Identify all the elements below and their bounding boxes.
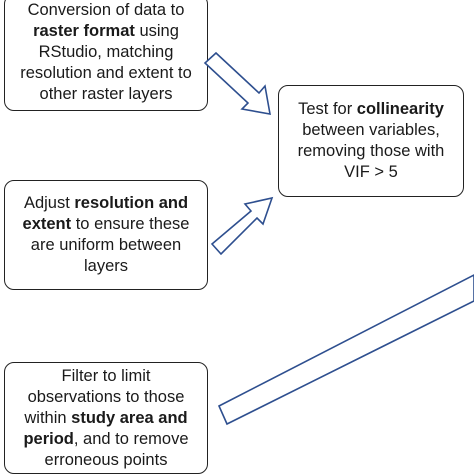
step-text-part: Filter to limit observations to those wi… — [24, 366, 185, 427]
step-text-part: between variables, removing those with V… — [297, 121, 445, 181]
step-text-part: to ensure these are uniform between laye… — [30, 215, 190, 275]
step-text-part: Test for — [298, 100, 357, 118]
step-text-bold: study area and period — [23, 408, 188, 448]
arrow-adjust-to-collinearity — [210, 196, 274, 256]
step-text-part: using RStudio, matching resolution and e… — [20, 22, 192, 103]
step-text-adjust: Adjust resolution and extent to ensure t… — [13, 193, 199, 277]
arrow-filter-to-collinearity — [217, 274, 474, 426]
step-text-collinearity: Test for collinearity between variables,… — [287, 99, 455, 183]
step-box-convert: Conversion of data to raster format usin… — [4, 0, 208, 111]
arrow-convert-to-collinearity — [203, 51, 271, 115]
step-text-part: Adjust — [23, 194, 75, 212]
step-text-bold: collinearity — [356, 100, 444, 118]
step-box-collinearity: Test for collinearity between variables,… — [278, 85, 464, 197]
step-text-bold: resolution and extent — [22, 194, 189, 233]
step-text-filter: Filter to limit observations to those wi… — [13, 366, 199, 471]
step-text-part: , and to remove erroneous points — [44, 429, 189, 469]
step-box-adjust: Adjust resolution and extent to ensure t… — [4, 180, 208, 290]
step-text-convert: Conversion of data to raster format usin… — [13, 0, 199, 105]
step-text-bold: raster format — [33, 22, 135, 40]
step-text-part: Conversion of data to — [27, 1, 185, 19]
